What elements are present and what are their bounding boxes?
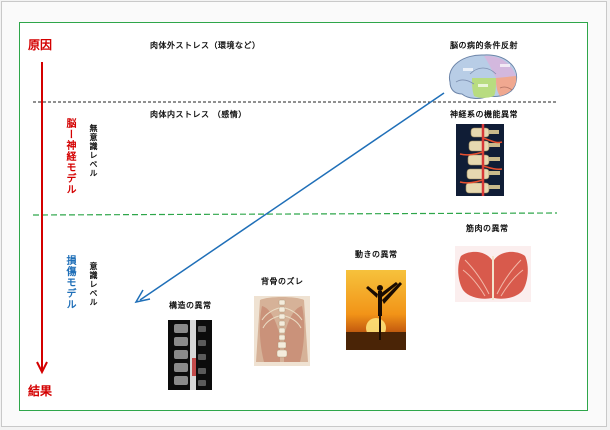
unconscious-level-label: 無意識レベル (89, 124, 98, 178)
brain-nerve-model-label: 脳ー神経モデル (64, 118, 75, 195)
result-label: 結果 (28, 384, 53, 398)
back-skeleton-image (254, 296, 310, 366)
conscious-level-label: 意識レベル (89, 262, 98, 307)
structure-abnormal-label: 構造の異常 (169, 301, 212, 310)
cause-result-arrowhead (36, 361, 48, 375)
green-dashed-divider (32, 212, 558, 216)
causal-arrowhead (134, 289, 151, 304)
internal-stress-label: 肉体内ストレス （感情） (150, 110, 247, 119)
causal-arrow (139, 92, 445, 301)
brain-image (444, 52, 522, 102)
external-stress-label: 肉体外ストレス（環境など） (150, 41, 261, 50)
cause-label: 原因 (28, 38, 53, 52)
spine-misalign-label: 背骨のズレ (261, 277, 304, 286)
nerve-abnormal-label: 神経系の機能異常 (450, 110, 518, 119)
muscle-abnormal-label: 筋肉の異常 (466, 224, 509, 233)
spine-nerve-image (456, 124, 504, 196)
movement-abnormal-label: 動きの異常 (355, 250, 398, 259)
yoga-silhouette-image (346, 270, 406, 350)
spine-xray-image (168, 320, 212, 390)
injury-model-label: 損傷モデル (64, 255, 75, 310)
muscle-image (455, 246, 531, 302)
brain-reflex-label: 脳の病的条件反射 (450, 41, 518, 50)
